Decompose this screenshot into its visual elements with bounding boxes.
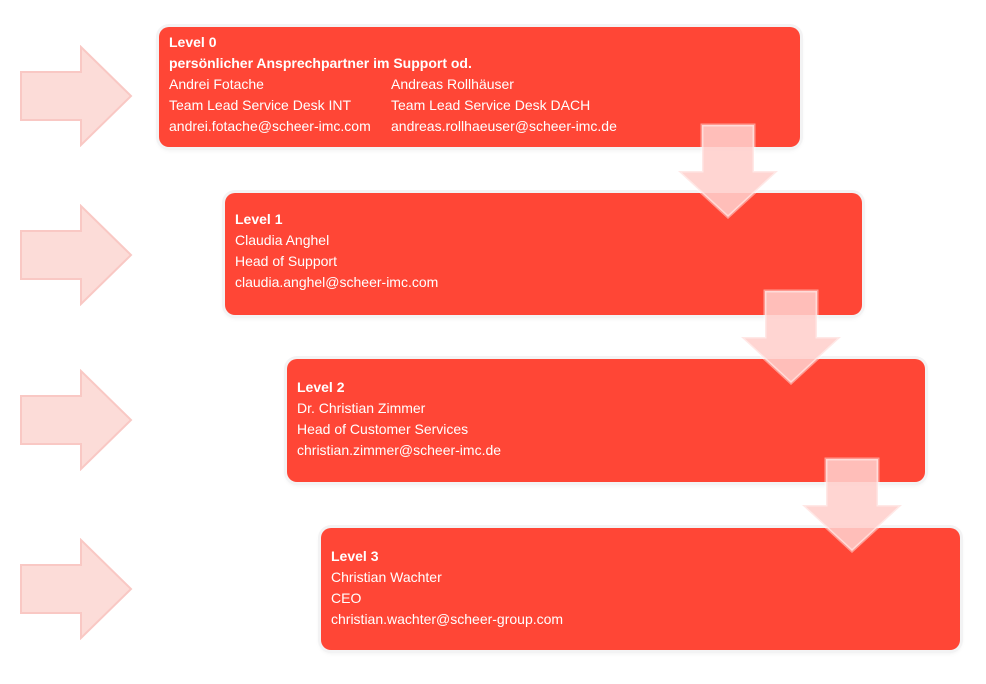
contact-role: Team Lead Service Desk DACH [391,97,591,113]
right-arrow-shape [20,538,133,640]
right-arrow-shape [20,204,133,306]
contact-role: CEO [331,590,362,606]
contact-int: Andrei Fotache Team Lead Service Desk IN… [169,74,391,137]
level-title: Level 1 [235,211,283,227]
level-subtitle: persönlicher Ansprechpartner im Support … [169,55,472,71]
contact-email: andreas.rollhaeuser@scheer-imc.de [391,118,617,134]
level-2-card: Level 2 Dr. Christian Zimmer Head of Cus… [287,359,925,482]
contact-name: Andreas Rollhäuser [391,76,514,92]
level-title: Level 0 [169,34,217,50]
level-0-contacts: Andrei Fotache Team Lead Service Desk IN… [169,74,790,137]
right-arrow-icon [20,538,133,640]
down-arrow-shape [800,457,904,553]
down-arrow-icon [800,457,904,553]
contact-name: Andrei Fotache [169,76,264,92]
down-arrow-icon [676,123,780,219]
contact-email: andrei.fotache@scheer-imc.com [169,118,371,134]
contact-dach: Andreas Rollhäuser Team Lead Service Des… [391,74,790,137]
contact-name: Christian Wachter [331,569,442,585]
level-1-card: Level 1 Claudia Anghel Head of Support c… [225,193,862,315]
contact-role: Head of Customer Services [297,421,469,437]
contact-role: Head of Support [235,253,337,269]
contact-name: Claudia Anghel [235,232,330,248]
level-0-card: Level 0 persönlicher Ansprechpartner im … [159,27,800,147]
level-title: Level 3 [331,548,379,564]
down-arrow-icon [739,289,843,385]
down-arrow-shape [676,123,780,219]
down-arrow-shape [739,289,843,385]
right-arrow-icon [20,369,133,471]
right-arrow-icon [20,204,133,306]
contact-email: christian.wachter@scheer-group.com [331,611,564,627]
right-arrow-shape [20,45,133,147]
right-arrow-icon [20,45,133,147]
right-arrow-shape [20,369,133,471]
contact-email: christian.zimmer@scheer-imc.de [297,442,502,458]
contact-role: Team Lead Service Desk INT [169,97,352,113]
contact-email: claudia.anghel@scheer-imc.com [235,274,439,290]
level-title: Level 2 [297,379,345,395]
contact-name: Dr. Christian Zimmer [297,400,426,416]
